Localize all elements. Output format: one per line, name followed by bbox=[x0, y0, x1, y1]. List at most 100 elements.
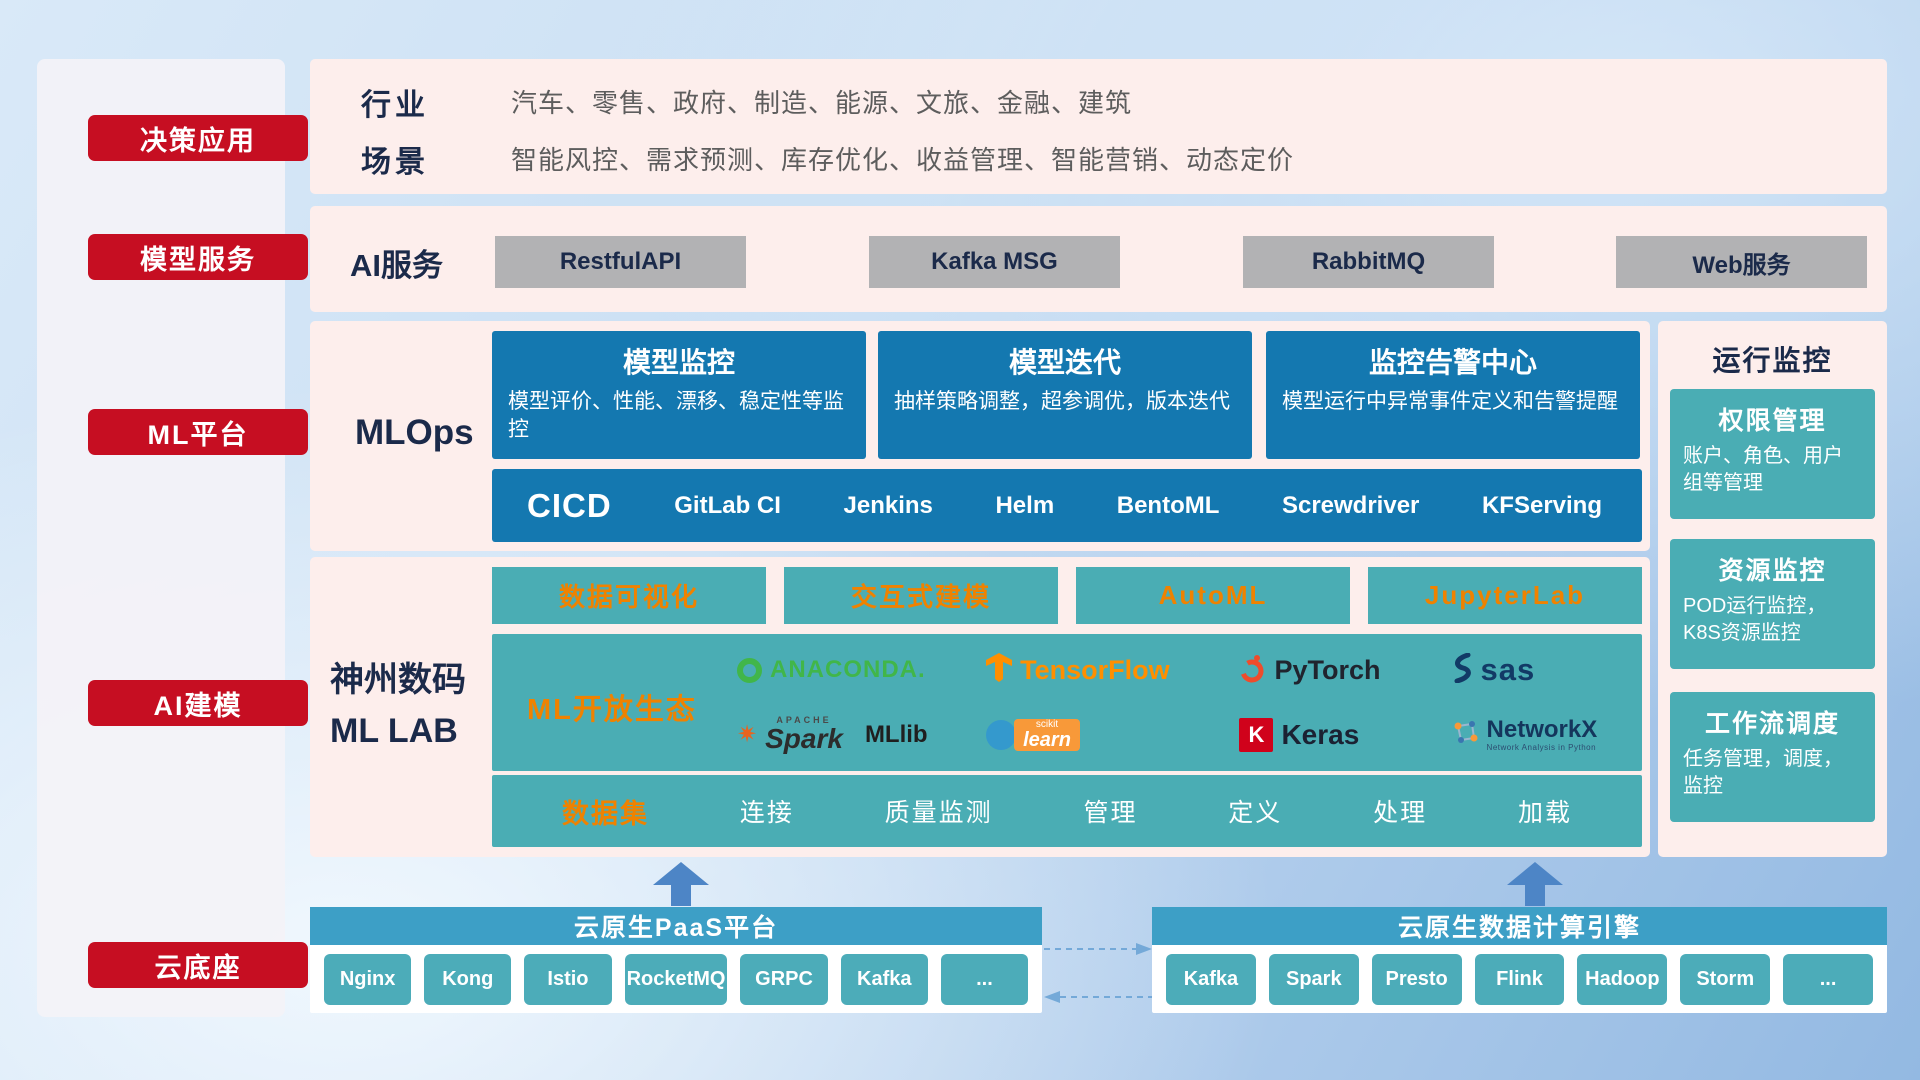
scikit-learn-logo: scikit learn bbox=[986, 718, 1239, 751]
networkx-logo: NetworkX Network Analysis in Python bbox=[1451, 716, 1630, 752]
scikit-learn-logo-icon bbox=[986, 719, 1017, 750]
card-desc: 抽样策略调整，超参调优，版本迭代 bbox=[894, 390, 1230, 413]
cicd-tool-kfserving: KFServing bbox=[1481, 491, 1602, 519]
ml-ecosystem-label: ML开放生态 bbox=[527, 694, 697, 726]
engine-item-storm: Storm bbox=[1680, 954, 1771, 1005]
service-kafka-msg: Kafka MSG bbox=[869, 236, 1120, 288]
card-title: 工作流调度 bbox=[1704, 710, 1840, 738]
scene-value: 智能风控、需求预测、库存优化、收益管理、智能营销、动态定价 bbox=[511, 145, 1295, 175]
industry-value: 汽车、零售、政府、制造、能源、文旅、金融、建筑 bbox=[511, 88, 1133, 118]
ecosystem-logos: ANACONDA. TensorFlow PyTorch bbox=[737, 638, 1630, 767]
industry-label: 行业 bbox=[361, 89, 429, 122]
anaconda-logo-icon bbox=[737, 657, 762, 683]
tensorflow-logo-text: TensorFlow bbox=[1020, 654, 1170, 685]
keras-logo: K Keras bbox=[1239, 717, 1450, 752]
paas-item-istio: Istio bbox=[524, 954, 612, 1005]
engine-title-bar: 云原生数据计算引擎 bbox=[1152, 907, 1887, 945]
scikit-learn-badge: scikit learn bbox=[1014, 718, 1080, 751]
dashed-arrows-icon bbox=[1044, 943, 1152, 1003]
mllab-label: 神州数码 ML LAB bbox=[330, 655, 466, 757]
cicd-tool-helm: Helm bbox=[995, 491, 1055, 519]
pytorch-logo: PyTorch bbox=[1239, 653, 1450, 688]
dataset-row: 数据集 连接 质量监测 管理 定义 处理 加载 bbox=[492, 775, 1642, 847]
spark-logo-text: APACHE Spark bbox=[765, 716, 843, 753]
permission-mgmt-card: 权限管理 账户、角色、用户组等管理 bbox=[1670, 389, 1875, 519]
industry-scene-panel: 行业 汽车、零售、政府、制造、能源、文旅、金融、建筑 场景 智能风控、需求预测、… bbox=[310, 59, 1887, 194]
cicd-tool-bentoml: BentoML bbox=[1116, 491, 1220, 519]
ml-ecosystem-box: ML开放生态 ANACONDA. TensorFlow bbox=[492, 634, 1642, 771]
mllab-panel: 神州数码 ML LAB 数据可视化 交互式建模 AutoML JupyterLa… bbox=[310, 557, 1650, 857]
paas-items-row: Nginx Kong Istio RocketMQ GRPC Kafka ... bbox=[324, 954, 1029, 1005]
data-engine-card: 云原生数据计算引擎 Kafka Spark Presto Flink Hadoo… bbox=[1152, 907, 1887, 1013]
paas-item-kafka: Kafka bbox=[840, 954, 928, 1005]
paas-item-grpc: GRPC bbox=[740, 954, 828, 1005]
cicd-tool-jenkins: Jenkins bbox=[843, 491, 933, 519]
card-title: 模型迭代 bbox=[1008, 347, 1121, 378]
networkx-logo-text: NetworkX Network Analysis in Python bbox=[1486, 716, 1598, 752]
sidebar-item-ml-platform: ML平台 bbox=[88, 409, 308, 455]
cicd-tool-gitlab: GitLab CI bbox=[674, 491, 781, 519]
ai-service-label: AI服务 bbox=[350, 248, 443, 283]
mlops-label: MLOps bbox=[355, 413, 474, 452]
spark-mllib-logo: ✷ APACHE Spark MLlib bbox=[737, 716, 986, 753]
sas-logo-icon bbox=[1451, 652, 1473, 688]
up-arrow-icon bbox=[653, 862, 709, 906]
sas-logo: sas bbox=[1451, 652, 1630, 688]
dataset-item-process: 处理 bbox=[1373, 799, 1428, 827]
pytorch-logo-icon bbox=[1239, 653, 1266, 688]
pytorch-logo-text: PyTorch bbox=[1274, 654, 1381, 685]
anaconda-logo: ANACONDA. bbox=[737, 656, 986, 684]
tool-data-visualization: 数据可视化 bbox=[492, 567, 766, 624]
sidebar-item-ai-modeling: AI建模 bbox=[88, 680, 308, 726]
engine-items-row: Kafka Spark Presto Flink Hadoop Storm ..… bbox=[1166, 954, 1874, 1005]
spark-text: Spark bbox=[765, 723, 843, 755]
service-web: Web服务 bbox=[1616, 236, 1867, 288]
card-title: 权限管理 bbox=[1718, 407, 1827, 435]
dataset-item-define: 定义 bbox=[1228, 799, 1283, 827]
model-monitoring-card: 模型监控 模型评价、性能、漂移、稳定性等监控 bbox=[492, 331, 866, 459]
card-desc: POD运行监控，K8S资源监控 bbox=[1683, 595, 1827, 644]
sidebar-item-model-service: 模型服务 bbox=[88, 234, 308, 280]
engine-item-flink: Flink bbox=[1474, 954, 1565, 1005]
sidebar-item-cloud-base: 云底座 bbox=[88, 942, 308, 988]
paas-item-kong: Kong bbox=[424, 954, 512, 1005]
anaconda-logo-text: ANACONDA. bbox=[770, 656, 926, 684]
paas-title-bar: 云原生PaaS平台 bbox=[310, 907, 1042, 945]
tool-jupyterlab: JupyterLab bbox=[1368, 567, 1642, 624]
keras-logo-text: Keras bbox=[1281, 718, 1360, 750]
engine-item-presto: Presto bbox=[1371, 954, 1462, 1005]
tensorflow-logo: TensorFlow bbox=[986, 653, 1239, 687]
learn-text: learn bbox=[1023, 728, 1071, 751]
networkx-subtitle: Network Analysis in Python bbox=[1486, 742, 1597, 752]
keras-logo-icon: K bbox=[1239, 717, 1274, 752]
model-iteration-card: 模型迭代 抽样策略调整，超参调优，版本迭代 bbox=[878, 331, 1252, 459]
dataset-item-manage: 管理 bbox=[1083, 799, 1138, 827]
paas-item-rocketmq: RocketMQ bbox=[624, 954, 728, 1005]
alert-center-card: 监控告警中心 模型运行中异常事件定义和告警提醒 bbox=[1266, 331, 1640, 459]
arrow-head bbox=[1507, 862, 1563, 885]
mlops-panel: MLOps 模型监控 模型评价、性能、漂移、稳定性等监控 模型迭代 抽样策略调整… bbox=[310, 321, 1650, 551]
card-desc: 模型运行中异常事件定义和告警提醒 bbox=[1282, 390, 1618, 413]
workflow-scheduling-card: 工作流调度 任务管理，调度，监控 bbox=[1670, 692, 1875, 822]
networkx-logo-icon bbox=[1451, 718, 1479, 751]
card-title: 资源监控 bbox=[1718, 557, 1827, 585]
networkx-text: NetworkX bbox=[1486, 716, 1598, 744]
dataset-item-load: 加载 bbox=[1517, 799, 1572, 827]
cicd-label: CICD bbox=[527, 486, 612, 524]
arrow-head bbox=[653, 862, 709, 885]
engine-item-kafka: Kafka bbox=[1166, 954, 1256, 1005]
dataset-item-connect: 连接 bbox=[739, 799, 794, 827]
card-title: 监控告警中心 bbox=[1368, 347, 1537, 378]
paas-item-nginx: Nginx bbox=[324, 954, 412, 1005]
resource-monitoring-card: 资源监控 POD运行监控，K8S资源监控 bbox=[1670, 539, 1875, 669]
card-desc: 模型评价、性能、漂移、稳定性等监控 bbox=[508, 390, 844, 442]
card-title: 模型监控 bbox=[622, 347, 735, 378]
cicd-bar: CICD GitLab CI Jenkins Helm BentoML Scre… bbox=[492, 469, 1642, 542]
mllab-label-line1: 神州数码 bbox=[330, 661, 466, 699]
dataset-label: 数据集 bbox=[562, 798, 649, 829]
card-desc: 账户、角色、用户组等管理 bbox=[1683, 445, 1843, 494]
service-rabbitmq: RabbitMQ bbox=[1243, 236, 1494, 288]
sas-logo-text: sas bbox=[1480, 652, 1536, 688]
engine-item-more: ... bbox=[1783, 954, 1874, 1005]
